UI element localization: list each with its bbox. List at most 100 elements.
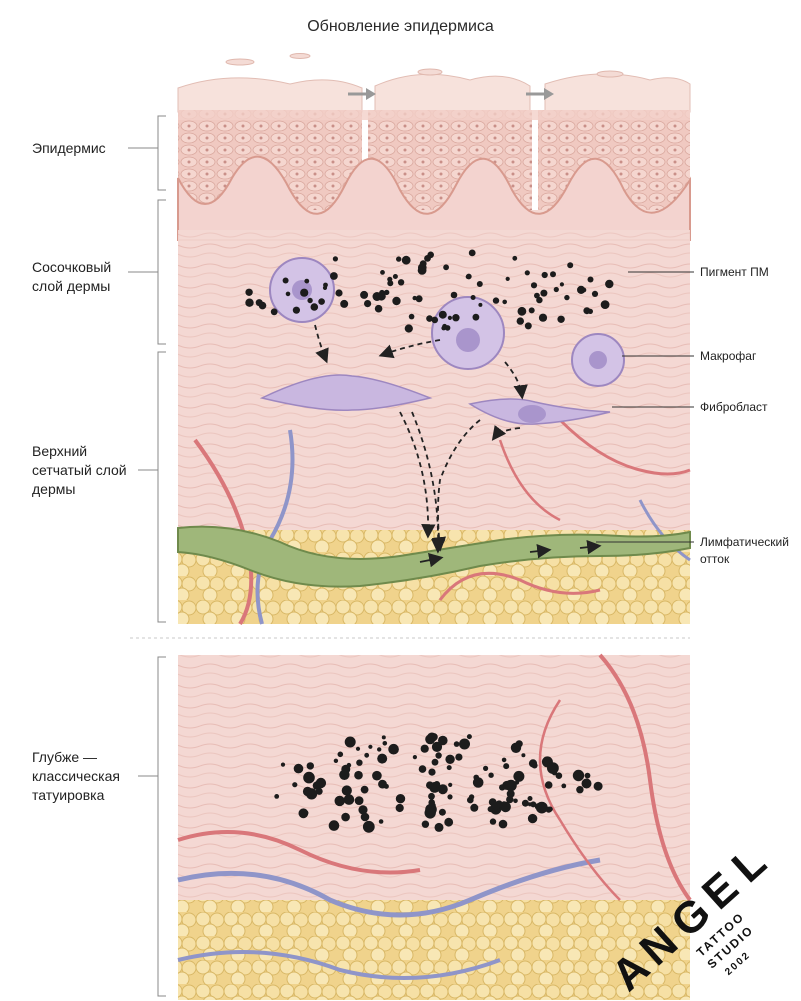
pigment-particle: [536, 296, 543, 304]
flaking-skin-surface: [177, 53, 691, 113]
pigment-particle: [307, 297, 313, 304]
pigment-particle: [447, 794, 453, 800]
pigment-particle: [360, 290, 369, 299]
pigment-particle: [478, 302, 483, 307]
pigment-particle: [455, 753, 463, 761]
pigment-particle: [600, 300, 610, 309]
pigment-particle: [426, 781, 434, 789]
pigment-particle: [472, 777, 484, 788]
pigment-particle: [427, 732, 437, 743]
pigment-particle: [420, 744, 429, 753]
pigment-particle: [438, 808, 446, 816]
pigment-particle: [444, 817, 454, 827]
pigment-particle: [433, 781, 441, 788]
pigment-particle: [512, 255, 518, 261]
pigment-particle: [318, 298, 325, 305]
pigment-particle: [438, 735, 448, 746]
pigment-particle: [344, 736, 356, 748]
pigment-particle: [559, 282, 565, 287]
layer-brackets: [128, 115, 166, 997]
pigment-particle: [372, 770, 382, 781]
pigment-particle: [392, 274, 398, 279]
pigment-particle: [360, 812, 370, 822]
pigment-particle: [443, 264, 449, 271]
pigment-particle: [550, 271, 556, 278]
pigment-particle: [435, 752, 442, 759]
pigment-particle: [561, 783, 567, 789]
label-papillary-line2: слой дермы: [32, 278, 111, 294]
pigment-particle: [505, 779, 517, 792]
pigment-particle: [555, 772, 563, 779]
pigment-particle: [341, 785, 352, 796]
pigment-particle: [535, 801, 548, 814]
pigment-particle: [437, 784, 448, 795]
label-epidermis: Эпидермис: [32, 140, 106, 156]
pigment-particle: [438, 310, 447, 319]
pigment-particle: [492, 297, 500, 304]
pigment-particle: [534, 292, 540, 299]
pigment-particle: [354, 770, 363, 780]
pigment-particle: [506, 789, 515, 798]
pigment-particle: [408, 313, 415, 320]
label-reticular-dermis: Верхний сетчатый слой дермы: [32, 442, 127, 499]
pigment-particle: [258, 301, 267, 310]
pigment-particle: [584, 772, 591, 779]
label-papillary-line1: Сосочковый: [32, 259, 112, 275]
pigment-particle: [468, 249, 476, 257]
pigment-particle: [426, 315, 433, 322]
pigment-particle: [521, 753, 526, 758]
pigment-particle: [547, 762, 559, 774]
pigment-particle: [540, 289, 548, 297]
angel-tattoo-logo: A N G E L TATTOO STUDIO 2002: [602, 838, 775, 1000]
pigment-particle: [396, 256, 402, 262]
pigment-particle: [397, 279, 405, 286]
pigment-particle: [476, 281, 483, 287]
pigment-particle: [415, 295, 423, 303]
label-deeper-tattoo: Глубже — классическая татуировка: [32, 748, 120, 805]
pigment-particle: [401, 255, 411, 265]
pigment-particle: [524, 270, 530, 276]
pigment-particle: [593, 781, 603, 791]
label-macrophage: Макрофаг: [700, 349, 757, 363]
pigment-particle: [306, 762, 314, 770]
pigment-particle: [339, 769, 350, 780]
pigment-particle: [428, 792, 435, 800]
pigment-particle: [466, 734, 472, 740]
label-reticular-line1: Верхний: [32, 443, 88, 459]
pigment-particle: [434, 822, 444, 832]
label-deeper-line3: татуировка: [32, 787, 105, 803]
pigment-particle: [384, 289, 390, 296]
pigment-particle: [315, 787, 323, 795]
pigment-particle: [501, 757, 507, 763]
label-deeper-line2: классическая: [32, 768, 120, 784]
pigment-particle: [388, 743, 399, 755]
renewal-arrows: [348, 88, 554, 100]
pigment-particle: [360, 785, 369, 794]
pigment-particle: [545, 806, 552, 813]
pigment-particle: [343, 794, 355, 805]
pigment-particle: [430, 802, 436, 809]
pigment-particle: [302, 786, 313, 797]
pigment-particle: [445, 754, 455, 764]
pigment-particle: [605, 279, 614, 289]
pigment-particle: [377, 747, 382, 752]
pigment-particle: [472, 313, 480, 321]
pigment-particle: [364, 752, 370, 758]
pigment-particle: [377, 291, 386, 301]
pigment-particle: [447, 315, 452, 320]
pigment-particle: [581, 778, 592, 789]
pigment-particle: [557, 315, 565, 323]
lymph-flow-arrows: [419, 540, 602, 568]
pigment-particle: [453, 741, 460, 747]
label-leaders: [596, 271, 694, 543]
label-fibroblast: Фибробласт: [700, 400, 768, 414]
pigment-particle: [527, 813, 538, 824]
pigment-particle: [335, 289, 343, 297]
pigment-particle: [502, 299, 508, 305]
pigment-particle: [470, 803, 479, 812]
pigment-particle: [424, 807, 436, 819]
pigment-particle: [516, 317, 524, 325]
pigment-particle: [587, 276, 594, 283]
pigment-particle: [356, 759, 363, 766]
